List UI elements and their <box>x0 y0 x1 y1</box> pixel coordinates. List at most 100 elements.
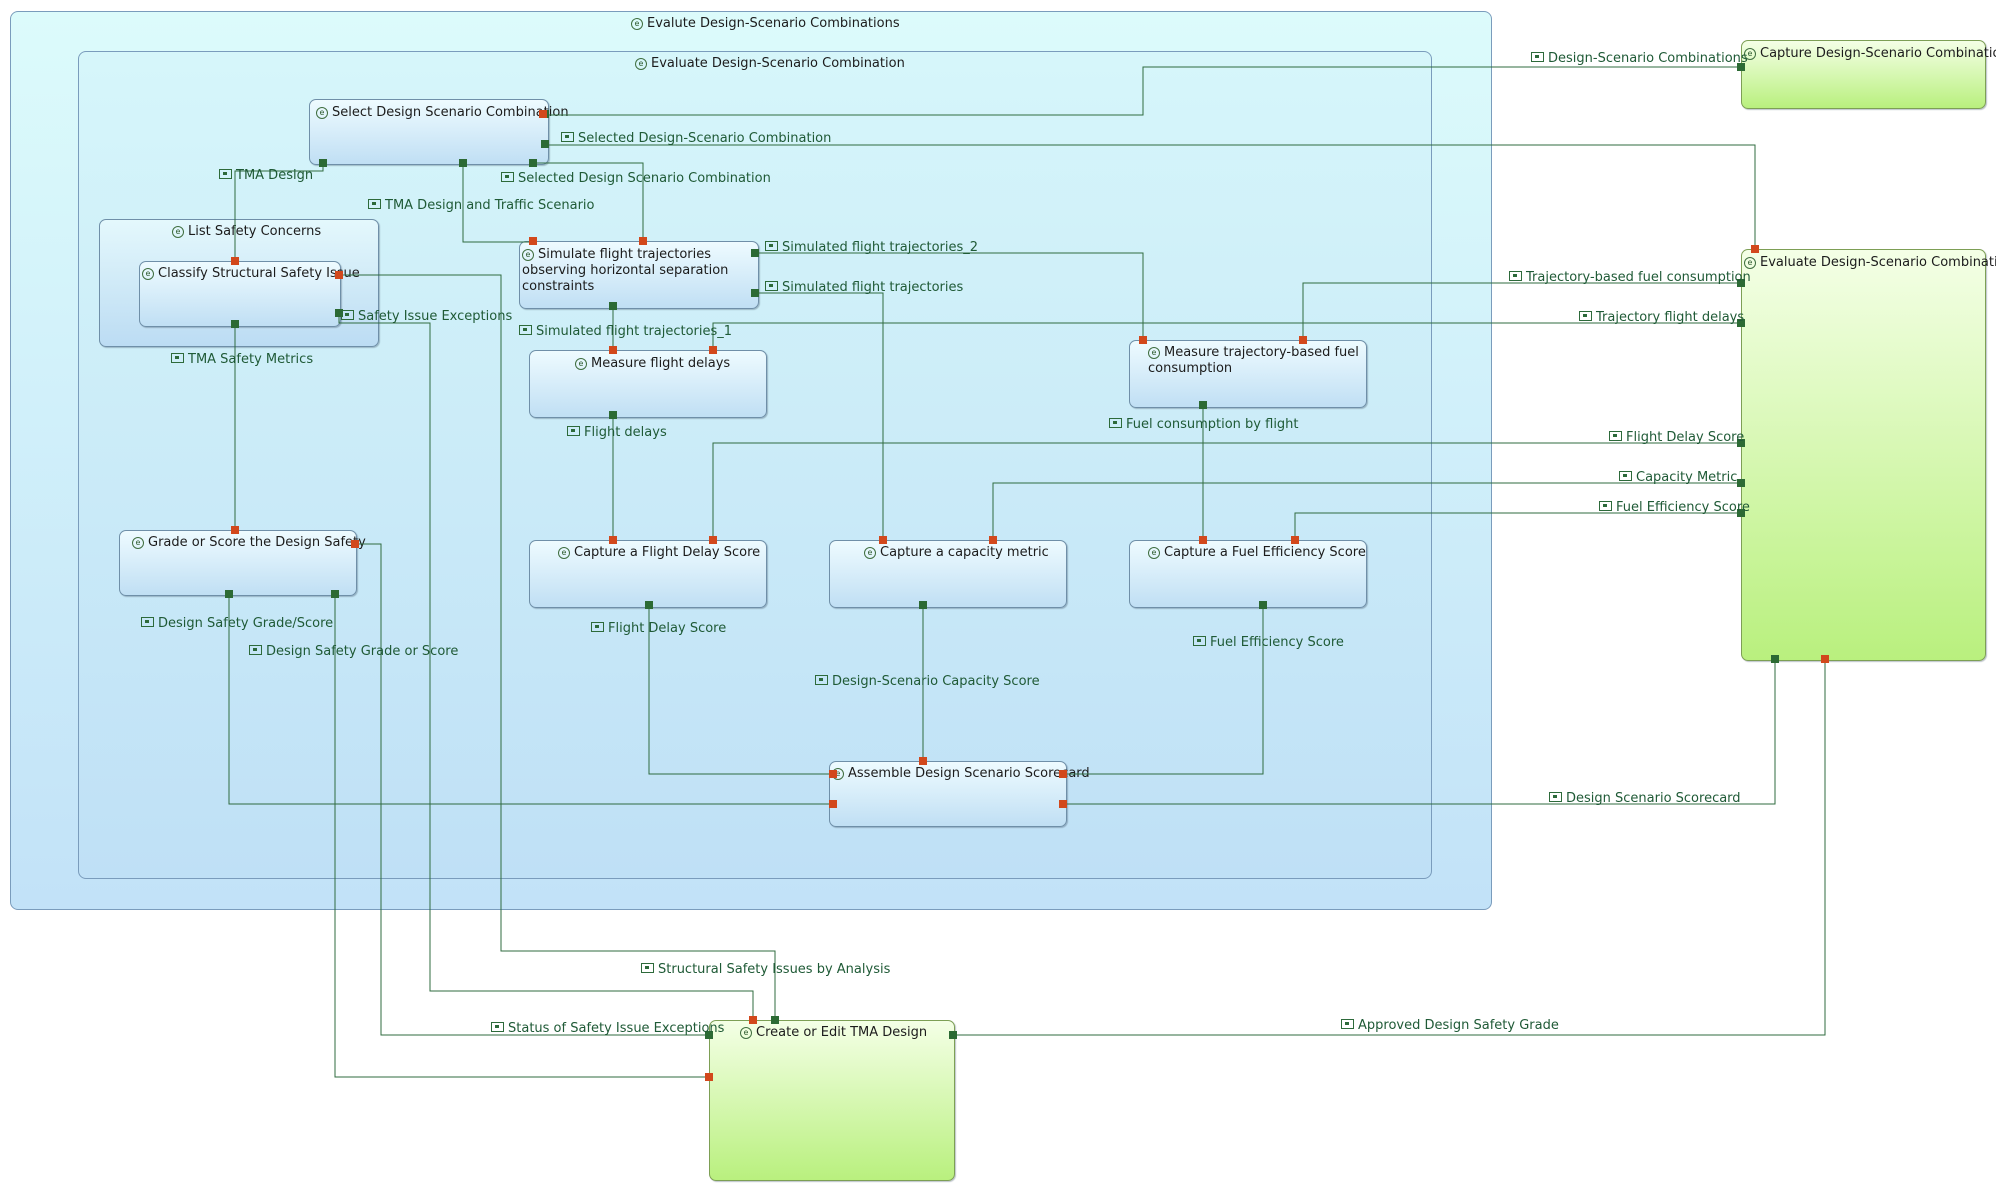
pin-out <box>1737 509 1745 517</box>
label-tma-design: TMA Design <box>219 168 313 184</box>
object-icon <box>1509 271 1522 281</box>
pin-out <box>609 411 617 419</box>
pin-in <box>639 237 647 245</box>
pin-in <box>1751 245 1759 253</box>
pin-out <box>529 159 537 167</box>
activity-icon: e <box>142 268 154 280</box>
object-icon <box>249 645 262 655</box>
activity-icon: e <box>522 249 534 261</box>
activity-icon: e <box>1148 347 1160 359</box>
pin-out <box>1259 601 1267 609</box>
pin-in <box>539 110 547 118</box>
flow-structural-issues <box>339 274 776 1020</box>
pin-out <box>331 590 339 598</box>
label-sim-traj: Simulated flight trajectories <box>765 280 963 296</box>
flow-traj-delays <box>712 322 1741 350</box>
flow-sim-traj-2 <box>757 252 1144 340</box>
activity-icon: e <box>635 58 647 70</box>
pin-in <box>335 271 343 279</box>
flow-capacity-metric <box>992 482 1741 540</box>
label-sim-traj-2: Simulated flight trajectories_2 <box>765 240 978 256</box>
object-icon <box>1109 418 1122 428</box>
pin-out <box>705 1031 713 1039</box>
label-sim-traj-1: Simulated flight trajectories_1 <box>519 324 732 340</box>
label-traj-delays: Trajectory flight delays <box>1579 310 1744 326</box>
label-capacity-score: Design-Scenario Capacity Score <box>815 674 1040 690</box>
object-icon <box>1193 636 1206 646</box>
flow-sim-traj <box>757 292 884 540</box>
object-icon <box>561 132 574 142</box>
pin-in <box>1821 655 1829 663</box>
flow-design-safety-grade-score <box>228 594 829 805</box>
object-icon <box>641 963 654 973</box>
object-icon <box>1549 792 1562 802</box>
object-icon <box>1599 501 1612 511</box>
flow-design-safety-grade-or-score <box>334 594 709 1078</box>
activity-icon: e <box>740 1027 752 1039</box>
activity-icon: e <box>1744 257 1756 269</box>
flow-safety-exceptions <box>338 313 754 1020</box>
label-fuel-by-flight: Fuel consumption by flight <box>1109 417 1299 433</box>
pin-in <box>351 540 359 548</box>
pin-out <box>459 159 467 167</box>
object-icon <box>1579 311 1592 321</box>
activity-icon: e <box>558 547 570 559</box>
object-icon <box>368 199 381 209</box>
object-icon <box>219 169 232 179</box>
pin-out <box>609 302 617 310</box>
pin-in <box>829 800 837 808</box>
activity-icon: e <box>575 358 587 370</box>
pin-in <box>1299 336 1307 344</box>
label-tma-safety-metrics: TMA Safety Metrics <box>171 352 313 368</box>
object-icon <box>765 281 778 291</box>
object-icon <box>1341 1019 1354 1029</box>
activity-icon: e <box>1148 547 1160 559</box>
label-selected-dsc-2: Selected Design Scenario Combination <box>501 171 771 187</box>
pin-in <box>749 1016 757 1024</box>
label-approved-grade: Approved Design Safety Grade <box>1341 1018 1559 1034</box>
label-safety-issue-exceptions: Safety Issue Exceptions <box>341 309 512 325</box>
pin-out <box>1737 479 1745 487</box>
pin-out <box>919 601 927 609</box>
pin-out <box>949 1031 957 1039</box>
flow-fuel-eff-score <box>1065 606 1264 775</box>
flow-design-scenario-combinations <box>547 66 1741 116</box>
object-icon <box>171 353 184 363</box>
pin-in <box>1139 336 1147 344</box>
pin-in <box>609 346 617 354</box>
activity-icon: e <box>316 107 328 119</box>
pin-out <box>645 601 653 609</box>
flow-flight-delay-score <box>648 606 829 775</box>
object-icon <box>501 172 514 182</box>
label-fuel-eff-score-right: Fuel Efficiency Score <box>1599 500 1750 516</box>
pin-out <box>1737 319 1745 327</box>
flow-approved-grade <box>953 659 1826 1036</box>
activity-icon: e <box>132 537 144 549</box>
label-design-safety-grade-score: Design Safety Grade/Score <box>141 616 333 632</box>
pin-in <box>879 536 887 544</box>
object-icon <box>765 241 778 251</box>
